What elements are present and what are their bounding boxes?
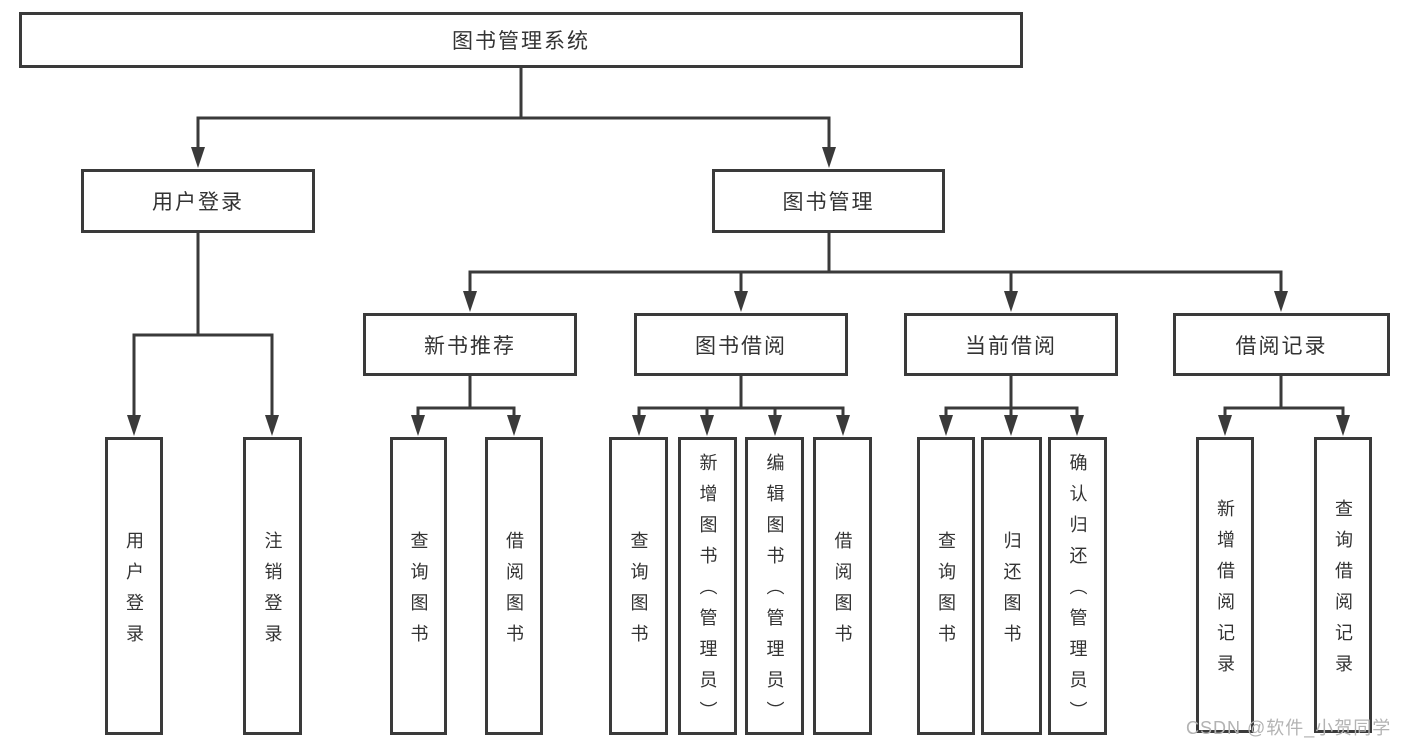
leaf-node-query-book: 查询图书 xyxy=(917,437,975,735)
leaf-node-label: 查询图书 xyxy=(628,530,649,655)
group-node-current-borrow: 当前借阅 xyxy=(904,313,1118,376)
leaf-node-query-borrow-record: 查询借阅记录 xyxy=(1314,437,1372,733)
branch-node-label: 图书管理 xyxy=(782,191,875,214)
leaf-node-label: 查询图书 xyxy=(936,530,956,655)
group-node-label: 借阅记录 xyxy=(1235,334,1328,358)
root-node-system: 图书管理系统 xyxy=(19,12,1023,68)
leaf-node-user-login: 用户登录 xyxy=(105,437,163,735)
leaf-node-label: 查询借阅记录 xyxy=(1333,498,1353,685)
group-node-label: 图书借阅 xyxy=(695,334,787,358)
branch-node-label: 用户登录 xyxy=(152,191,244,214)
leaf-node-return-book: 归还图书 xyxy=(981,437,1042,735)
leaf-node-logout: 注销登录 xyxy=(243,437,302,735)
leaf-node-add-borrow-record: 新增借阅记录 xyxy=(1196,437,1254,733)
leaf-node-label: 新增图书（管理员） xyxy=(697,453,718,732)
leaf-node-label: 确认归还（管理员） xyxy=(1067,453,1088,732)
leaf-node-confirm-return-admin: 确认归还（管理员） xyxy=(1048,437,1107,735)
group-node-new-book-recommend: 新书推荐 xyxy=(363,313,577,376)
leaf-node-label: 查询图书 xyxy=(408,530,429,655)
leaf-node-query-book: 查询图书 xyxy=(609,437,668,735)
leaf-node-borrow-book: 借阅图书 xyxy=(813,437,872,735)
leaf-node-edit-book-admin: 编辑图书（管理员） xyxy=(745,437,804,735)
group-node-label: 新书推荐 xyxy=(424,334,516,358)
leaf-node-label: 用户登录 xyxy=(124,530,144,655)
group-node-label: 当前借阅 xyxy=(965,334,1057,358)
leaf-node-label: 借阅图书 xyxy=(504,530,524,655)
group-node-book-borrow: 图书借阅 xyxy=(634,313,848,376)
leaf-node-label: 新增借阅记录 xyxy=(1215,498,1235,685)
leaf-node-label: 注销登录 xyxy=(262,530,283,655)
watermark-text: CSDN @软件_小贺同学 xyxy=(1186,718,1392,738)
leaf-node-label: 编辑图书（管理员） xyxy=(764,453,785,732)
leaf-node-borrow-book: 借阅图书 xyxy=(485,437,543,735)
branch-node-user-login: 用户登录 xyxy=(81,169,315,233)
root-node-label: 图书管理系统 xyxy=(452,30,590,53)
group-node-borrow-record: 借阅记录 xyxy=(1173,313,1390,376)
arrowhead-icons xyxy=(127,147,1350,436)
leaf-node-label: 借阅图书 xyxy=(832,530,853,655)
branch-node-book-management: 图书管理 xyxy=(712,169,945,233)
leaf-node-label: 归还图书 xyxy=(1001,530,1022,655)
leaf-node-query-book: 查询图书 xyxy=(390,437,447,735)
leaf-node-add-book-admin: 新增图书（管理员） xyxy=(678,437,737,735)
